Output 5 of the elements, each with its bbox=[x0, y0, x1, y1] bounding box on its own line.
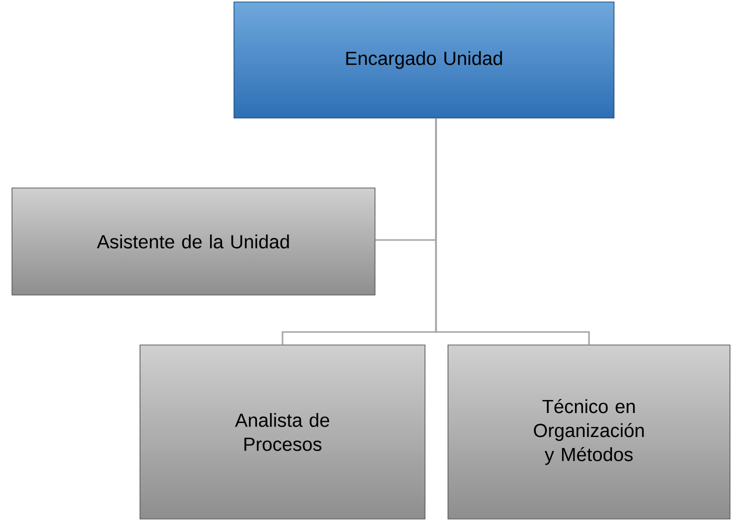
org-box: Encargado Unidad bbox=[234, 2, 614, 118]
org-box: Analista de Procesos bbox=[140, 344, 426, 520]
connector-line bbox=[435, 118, 590, 345]
org-box: Técnico en Organización y Métodos bbox=[448, 344, 730, 520]
org-box: Asistente de la Unidad bbox=[12, 188, 376, 296]
